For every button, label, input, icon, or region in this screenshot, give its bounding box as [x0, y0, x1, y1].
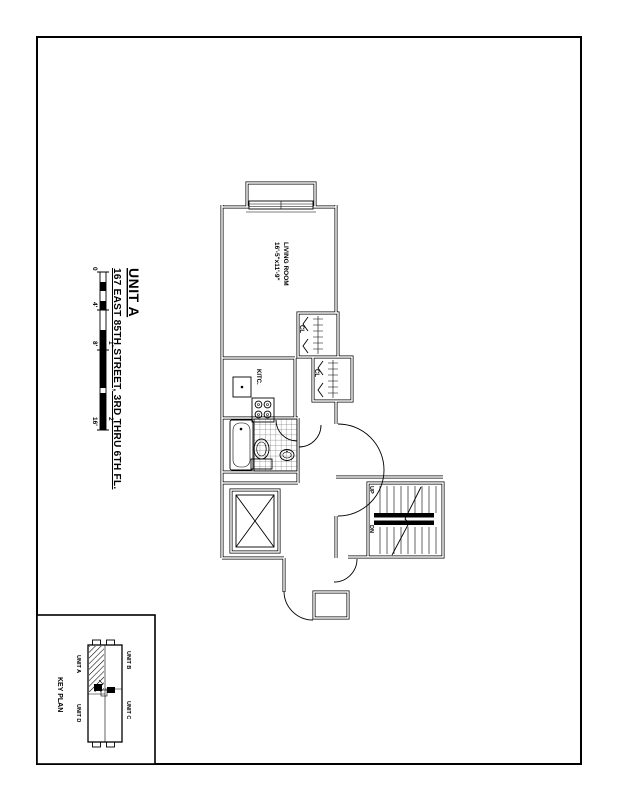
tile-floor: [253, 418, 298, 472]
key-plan-unit-b-label: UNIT B: [125, 651, 131, 669]
corridor-door-arc: [333, 558, 358, 583]
bathroom: [229, 418, 298, 472]
stair-landing-bar-2: [374, 520, 434, 525]
living-room-dims: 16'-5"x11'-9": [273, 242, 280, 281]
bathtub: [229, 419, 254, 471]
hall-door-arc: [298, 424, 322, 448]
title-block: UNIT A 167 EAST 85TH STREET, 3RD THRU 6T…: [111, 268, 142, 489]
scale-label-4ft: 4': [91, 302, 98, 308]
address-title: 167 EAST 85TH STREET, 3RD THRU 6TH FL.: [111, 268, 122, 489]
key-plan-title: KEY PLAN: [56, 677, 63, 712]
sink: [279, 449, 295, 461]
scale-bar-segments: [100, 282, 106, 430]
scale-label-16ft: 16': [91, 417, 98, 426]
stair-landing-bar-1: [374, 513, 434, 518]
vestibule-door-arc: [283, 590, 314, 621]
kitchen: KITC.: [232, 369, 275, 423]
key-plan-unit-a-label: UNIT A: [75, 655, 81, 673]
scale-label-0: 0: [91, 267, 98, 271]
closet-2: CL: [313, 360, 338, 398]
scale-bar-ticks: [97, 271, 109, 431]
kitchen-label: KITC.: [255, 369, 261, 385]
unit-a-hatch: [89, 646, 104, 692]
closet-1: CL: [298, 316, 323, 354]
bathroom-door-arc: [275, 419, 298, 442]
walls: [220, 181, 445, 620]
key-plan-unit-d-label: UNIT D: [75, 704, 81, 722]
key-plan-building: [87, 639, 123, 748]
stair-up-label: UP: [368, 486, 374, 494]
key-plan-unit-c-label: UNIT C: [125, 701, 131, 719]
living-room-label: LIVING ROOM: [282, 242, 289, 286]
refrigerator: [232, 376, 252, 398]
toilet: [250, 438, 273, 470]
elevator: [235, 494, 275, 548]
stair-treads: [379, 486, 437, 554]
elevator-x: [235, 494, 275, 548]
scale-label-2in: 2": [107, 417, 114, 424]
stairs: UP DN: [368, 486, 437, 556]
stair-dn-label: DN: [368, 525, 374, 533]
entry-door-arc: [337, 423, 385, 517]
closet-2-label: CL: [313, 369, 319, 377]
closet-1-label: CL: [298, 325, 304, 333]
bay-window: [246, 200, 316, 213]
key-plan-core: [94, 679, 115, 697]
scale-label-1in: 1": [107, 341, 114, 348]
scale-bar: 0 4' 8' 16' 1" 2": [91, 267, 114, 431]
unit-plan: LIVING ROOM 16'-5"x11'-9" CL CL KITC.: [220, 181, 445, 621]
unit-title: UNIT A: [126, 268, 142, 317]
key-plan: KEY PLAN UNIT A UNIT B UNIT C UNIT D: [56, 639, 131, 748]
stair-break-line: [391, 486, 422, 556]
scale-label-8ft: 8': [91, 341, 98, 347]
